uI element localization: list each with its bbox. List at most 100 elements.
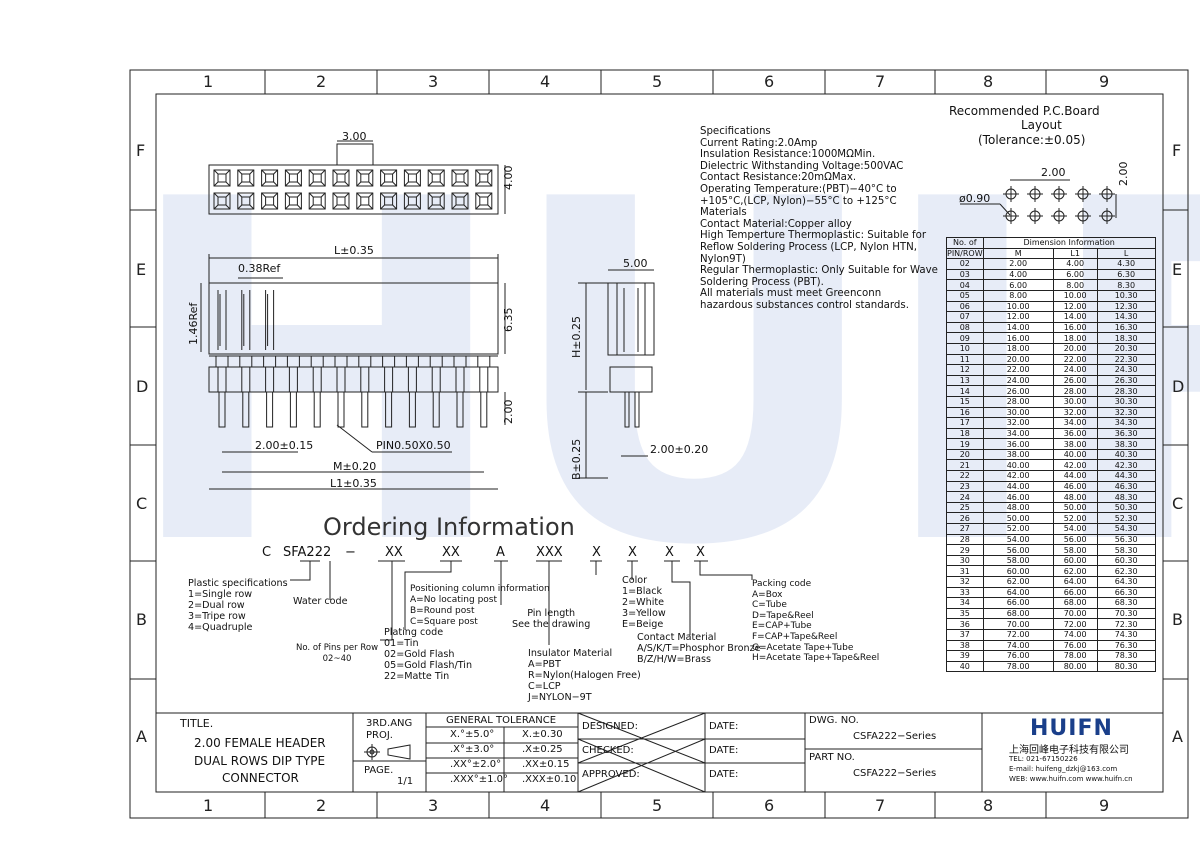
table-cell: 20.30 [1096, 342, 1156, 355]
table-cell: 72.00 [982, 628, 1054, 641]
table-cell: 60.30 [1096, 554, 1156, 567]
tolerance-angle: .XX°±2.0° [450, 759, 502, 770]
table-cell: 32.30 [1096, 406, 1156, 419]
zone-row-A-left: A [136, 727, 147, 746]
table-cell: 36 [946, 618, 984, 630]
table-cell: 36.00 [982, 438, 1054, 450]
table-cell: 46.00 [1052, 480, 1098, 493]
header-pin-1: No. of [946, 237, 984, 249]
ordering-line: 3=Yellow [622, 608, 666, 619]
ordering-code-part: XX [442, 545, 460, 560]
table-cell: 18.00 [982, 342, 1054, 355]
table-cell: 30.00 [982, 406, 1054, 419]
table-cell: 36.00 [1052, 427, 1098, 440]
zone-col-9-top: 9 [1099, 72, 1110, 91]
table-cell: 70.00 [1052, 607, 1098, 620]
dwg-label: DWG. NO. [809, 715, 859, 726]
ordering-line: F=CAP+Tape&Reel [752, 631, 838, 642]
table-cell: 50.00 [1052, 501, 1098, 514]
zone-row-D-left: D [136, 377, 149, 396]
ordering-line: 2=White [622, 597, 665, 608]
zone-col-1-bottom: 1 [203, 796, 214, 815]
table-cell: 26.00 [1052, 374, 1098, 387]
table-cell: 12.00 [1052, 300, 1098, 313]
table-cell: 11 [946, 353, 984, 366]
page-number: 1/1 [397, 776, 414, 787]
tolerance-angle: X.°±5.0° [450, 729, 495, 740]
dim-l: L±0.35 [334, 244, 374, 257]
table-cell: 22.00 [982, 364, 1054, 376]
zone-col-3-top: 3 [428, 72, 439, 91]
zone-col-2-top: 2 [316, 72, 327, 91]
dim-side-width: 5.00 [623, 257, 648, 270]
ordering-line: Plating code [384, 627, 444, 638]
dim-b-tol: B±0.25 [570, 438, 583, 480]
checked-label: CHECKED: [582, 745, 634, 756]
table-cell: 64.00 [982, 586, 1054, 599]
table-cell: 8.00 [1052, 279, 1098, 291]
table-cell: 52.00 [982, 523, 1054, 535]
table-cell: 20.00 [982, 353, 1054, 366]
ordering-line: Color [622, 575, 648, 586]
table-cell: 60.00 [982, 565, 1054, 577]
table-cell: 06 [946, 300, 984, 313]
table-cell: 33 [946, 586, 984, 599]
ordering-code-part: C [262, 545, 272, 560]
table-cell: 62.30 [1096, 565, 1156, 577]
table-cell: 76.00 [982, 650, 1054, 662]
pcb-title-3: (Tolerance:±0.05) [978, 133, 1086, 147]
zone-row-C-left: C [136, 494, 148, 513]
zone-row-B-right: B [1172, 610, 1183, 629]
dim-h-tol: H±0.25 [570, 316, 583, 358]
table-cell: 16 [946, 406, 984, 419]
ordering-line: R=Nylon(Halogen Free) [528, 670, 641, 681]
table-cell: 80.00 [1052, 660, 1098, 673]
pcb-hole: ø0.90 [959, 192, 991, 205]
zone-col-5-top: 5 [652, 72, 663, 91]
date-label-designed: DATE: [709, 721, 739, 732]
ordering-line: 22=Matte Tin [384, 671, 450, 682]
spec-line: Reflow Soldering Process (LCP, Nylon HTN… [700, 241, 917, 253]
table-cell: 50.30 [1096, 501, 1156, 514]
ordering-line: D=Tape&Reel [752, 610, 814, 621]
zone-col-8-top: 8 [983, 72, 994, 91]
ordering-line: B/Z/H/W=Brass [637, 654, 711, 665]
tolerance-angle: .X°±3.0° [450, 744, 495, 755]
zone-row-B-left: B [136, 610, 147, 629]
company-logo: HUIFN [1030, 716, 1113, 741]
table-cell: 30 [946, 554, 984, 567]
table-cell: 32 [946, 576, 984, 588]
table-cell: 4.30 [1096, 258, 1156, 270]
spec-line: Dielectric Withstanding Voltage:500VAC [700, 160, 904, 172]
table-cell: 28.00 [1052, 385, 1098, 397]
table-cell: 74.00 [1052, 628, 1098, 641]
table-cell: 38.30 [1096, 438, 1156, 450]
ordering-line: 01=Tin [384, 638, 419, 649]
table-cell: 78.30 [1096, 650, 1156, 662]
tolerance-linear: .XX±0.15 [522, 759, 570, 770]
spec-line: +105°C,(LCP, Nylon)−55°C to +125°C [700, 195, 897, 207]
table-cell: 66.00 [1052, 586, 1098, 599]
ordering-code-part: X [628, 545, 637, 560]
table-cell: 25 [946, 501, 984, 514]
proj-line-1: 3RD.ANG [366, 718, 413, 729]
table-cell: 42.00 [982, 470, 1054, 482]
ordering-line: Positioning column information [410, 584, 550, 594]
table-cell: 56.00 [982, 544, 1054, 556]
table-cell: 36.30 [1096, 427, 1156, 440]
header-m: M [982, 247, 1054, 260]
